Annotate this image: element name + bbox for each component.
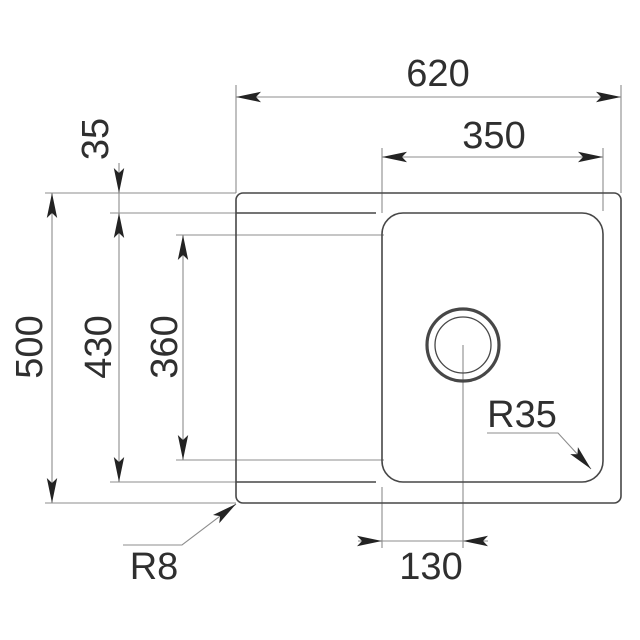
arrow-overall-width-left <box>236 91 261 103</box>
arrow-r35-leader <box>570 447 591 469</box>
r8-leader-line <box>123 503 237 546</box>
radius-bowl-corner-label: R35 <box>487 394 557 436</box>
arrow-bowl-inner-top <box>177 235 189 260</box>
drain-outer-circle <box>425 307 501 383</box>
arrow-r8-leader <box>213 504 236 524</box>
r35-leader-line <box>487 432 592 470</box>
arrow-overall-width-right <box>596 91 621 103</box>
sink-outline <box>235 192 622 504</box>
dim-edge-offset-label: 35 <box>75 117 117 161</box>
arrow-edge-offset-top <box>113 168 125 193</box>
arrow-overall-depth-top <box>46 193 58 218</box>
radius-rim-corner-label: R8 <box>129 546 179 588</box>
arrow-bowl-width-left <box>382 151 407 163</box>
dim-bowl-length-label: 430 <box>78 315 120 379</box>
arrow-drain-offset-left <box>357 535 382 547</box>
drainboard-edge-lines <box>236 212 376 483</box>
dim-overall-depth-label: 500 <box>9 315 51 379</box>
arrow-bowl-length-bottom <box>113 457 125 482</box>
dim-overall-width-label: 620 <box>406 53 470 95</box>
arrow-bowl-length-top <box>113 213 125 238</box>
extension-lines <box>45 85 622 548</box>
drain-inner-circle <box>434 316 492 374</box>
arrow-bowl-width-right <box>578 151 603 163</box>
dim-bowl-width-label: 350 <box>462 115 526 157</box>
arrow-drain-offset-right <box>463 535 488 547</box>
dim-drain-offset-label: 130 <box>399 546 463 588</box>
arrow-bowl-inner-bottom <box>177 435 189 460</box>
arrow-overall-depth-bottom <box>46 478 58 503</box>
dim-bowl-inner-length-label: 360 <box>144 315 186 379</box>
bowl-outline <box>381 212 604 483</box>
dimension-arrowheads <box>46 91 621 547</box>
dimension-lines <box>51 96 621 542</box>
